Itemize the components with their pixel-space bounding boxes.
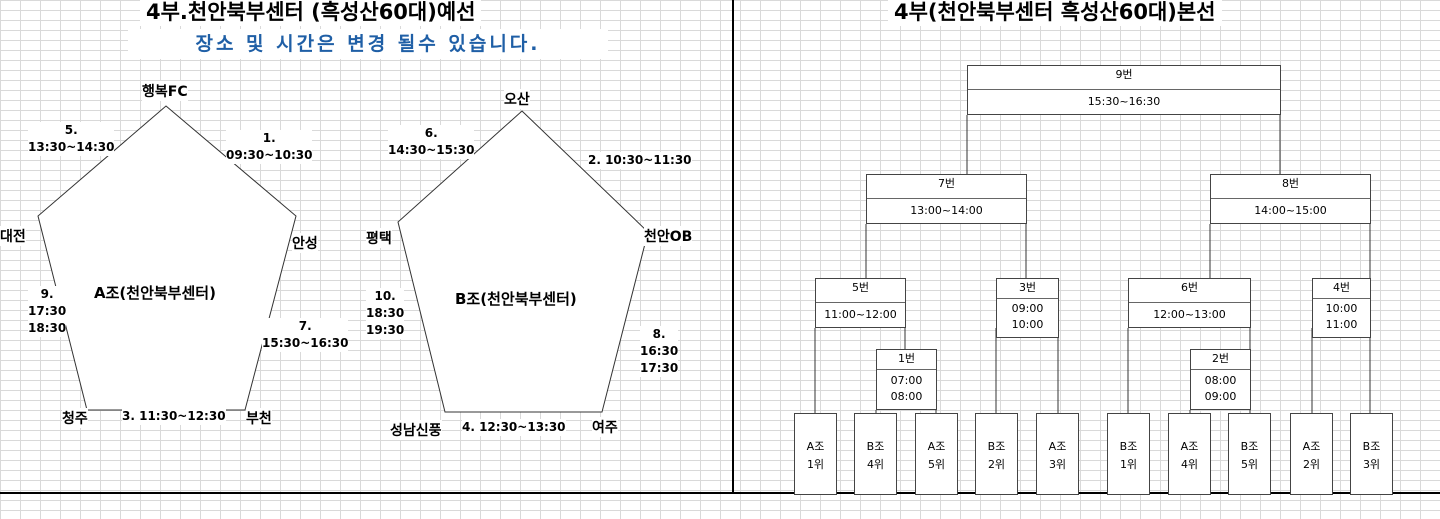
bracket-lines [814, 115, 1371, 413]
bracket-match-8: 8번 14:00~15:00 [1210, 174, 1371, 224]
match-b2-label: 2. 10:30~11:30 [588, 152, 692, 169]
team-b-bottom-left: 성남신풍 [390, 420, 442, 440]
bracket-match-4: 4번 10:00 11:00 [1312, 278, 1371, 338]
final-title: 4부(천안북부센터 흑성산60대)본선 [888, 0, 1222, 26]
bracket-match-3: 3번 09:00 10:00 [996, 278, 1059, 338]
bracket-match-2: 2번 08:00 09:00 [1190, 349, 1251, 410]
match-b10-label: 10. 18:30 19:30 [366, 288, 405, 339]
notice-banner: 장소 및 시간은 변경 될수 있습니다. [128, 29, 608, 59]
bottom-border [0, 492, 1440, 494]
section-divider [732, 0, 734, 494]
bracket-match-1: 1번 07:00 08:00 [876, 349, 937, 410]
match-a7-label: 7. 15:30~16:30 [262, 318, 349, 352]
group-pentagons [37, 105, 649, 413]
team-a-bottom-right: 부천 [246, 408, 272, 428]
group-b-pentagon [397, 110, 649, 413]
group-b-name: B조(천안북부센터) [455, 290, 577, 308]
team-a-left: 대전 [0, 226, 26, 246]
team-a-right: 안성 [292, 233, 318, 253]
team-b-top: 오산 [504, 89, 530, 109]
match-a9-label: 9. 17:30 18:30 [28, 286, 67, 337]
bracket-match-7: 7번 13:00~14:00 [866, 174, 1027, 224]
qualifier-title: 4부.천안북부센터 (흑성산60대)예선 [140, 0, 482, 26]
team-b-bottom-right: 여주 [592, 417, 618, 437]
bracket-match-9: 9번 15:30~16:30 [967, 65, 1281, 115]
match-b4-label: 4. 12:30~13:30 [462, 419, 566, 436]
team-b-right: 천안OB [644, 226, 693, 246]
bracket-match-6: 6번 12:00~13:00 [1128, 278, 1251, 328]
match-b8-label: 8. 16:30 17:30 [640, 326, 679, 377]
match-a1-label: 1. 09:30~10:30 [226, 130, 313, 164]
team-b-left: 평택 [366, 228, 392, 248]
match-b6-label: 6. 14:30~15:30 [388, 125, 475, 159]
match-a3-label: 3. 11:30~12:30 [122, 408, 226, 425]
bracket-match-5: 5번 11:00~12:00 [815, 278, 906, 328]
match-a5-label: 5. 13:30~14:30 [28, 122, 115, 156]
team-a-top: 행복FC [142, 81, 188, 101]
group-a-name: A조(천안북부센터) [94, 284, 216, 302]
team-a-bottom-left: 청주 [62, 408, 88, 428]
